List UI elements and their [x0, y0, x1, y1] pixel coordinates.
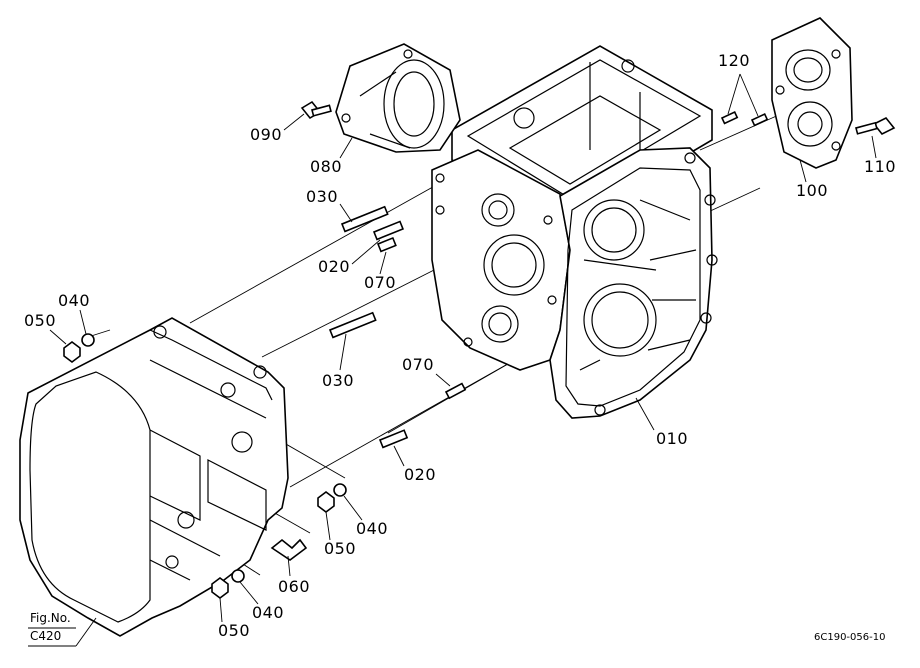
dowel-pins [720, 73, 769, 127]
label-090: 090 [250, 125, 282, 144]
figure-reference: Fig.No. C420 [28, 611, 97, 647]
part-labels: 010 020 020 030 030 040 040 040 050 050 … [24, 51, 896, 640]
rear-housing [19, 317, 289, 637]
figure-ref-line2: C420 [30, 629, 61, 643]
label-080: 080 [310, 157, 342, 176]
label-050-middle: 050 [324, 539, 356, 558]
nuts-and-washers [63, 333, 347, 599]
drawing-code: 6C190-056-10 [814, 632, 885, 643]
label-010: 010 [656, 429, 688, 448]
label-050-bottom: 050 [218, 621, 250, 640]
label-020-upper: 020 [318, 257, 350, 276]
label-040-bottom: 040 [252, 603, 284, 622]
bolt-090 [300, 100, 332, 120]
label-060: 060 [278, 577, 310, 596]
side-cover [771, 17, 853, 169]
label-120: 120 [718, 51, 750, 70]
label-040-middle: 040 [356, 519, 388, 538]
label-030-lower: 030 [322, 371, 354, 390]
studs-and-pins [328, 205, 467, 449]
label-070-upper: 070 [364, 273, 396, 292]
label-070-lower: 070 [402, 355, 434, 374]
label-040-top: 040 [58, 291, 90, 310]
label-100: 100 [796, 181, 828, 200]
figure-ref-line1: Fig.No. [30, 611, 71, 625]
bolt-110 [855, 116, 896, 136]
label-020-lower: 020 [404, 465, 436, 484]
label-030-upper: 030 [306, 187, 338, 206]
transmission-case [431, 45, 718, 419]
assembly-lines [87, 109, 791, 576]
label-110: 110 [864, 157, 896, 176]
bearing-retainer [335, 43, 461, 153]
label-050-top: 050 [24, 311, 56, 330]
